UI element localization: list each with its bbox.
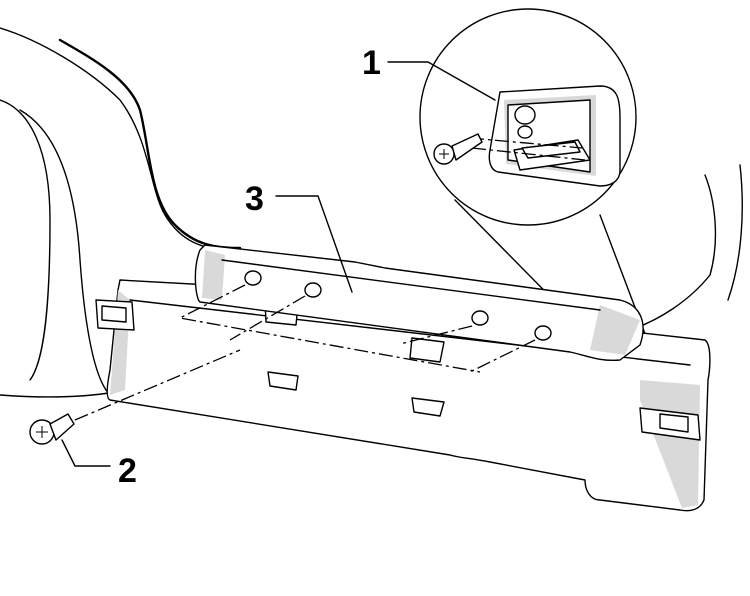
alignment-lines (74, 284, 536, 421)
detail-magnifier (419, 8, 673, 409)
callout-3: 3 (245, 180, 264, 218)
trim-panel-rail (194, 244, 644, 362)
callout-2: 2 (118, 452, 137, 490)
leader-lines (61, 61, 496, 467)
screw-icon (29, 413, 75, 445)
vehicle-body-outline (0, 27, 743, 398)
callout-1: 1 (362, 44, 381, 82)
